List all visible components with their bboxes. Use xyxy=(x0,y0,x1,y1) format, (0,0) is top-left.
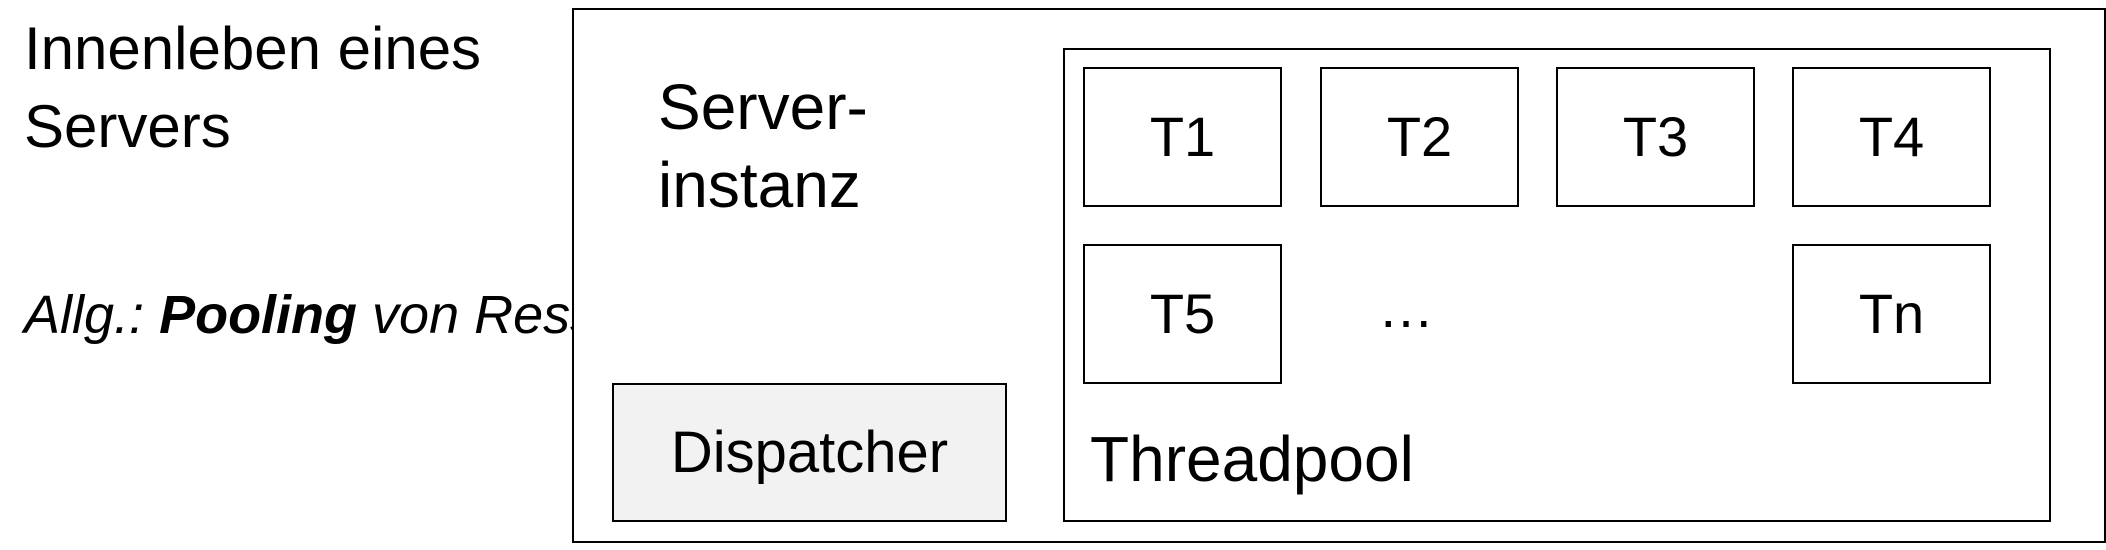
note-prefix: Allg.: xyxy=(24,285,160,345)
thread-box-t1: T1 xyxy=(1083,67,1282,207)
thread-label: Tn xyxy=(1858,282,1925,345)
dispatcher-box: Dispatcher xyxy=(612,383,1007,522)
thread-box-t5: T5 xyxy=(1083,244,1282,384)
thread-box-t3: T3 xyxy=(1556,67,1755,207)
thread-label: T3 xyxy=(1622,105,1689,168)
thread-box-tn: Tn xyxy=(1792,244,1991,384)
diagram-title: Innenleben eines Servers xyxy=(24,15,482,160)
thread-box-t2: T2 xyxy=(1320,67,1519,207)
threadpool-label: Threadpool xyxy=(1090,423,1414,495)
thread-box-t4: T4 xyxy=(1792,67,1991,207)
thread-label: T5 xyxy=(1149,282,1216,345)
more-threads-ellipsis: … xyxy=(1378,276,1434,339)
server-instance-label: Server- instanz xyxy=(658,71,868,221)
thread-label: T4 xyxy=(1858,105,1925,168)
thread-label: T2 xyxy=(1386,105,1453,168)
note-emphasis: Pooling xyxy=(159,285,358,345)
dispatcher-label: Dispatcher xyxy=(670,420,949,485)
thread-label: T1 xyxy=(1149,105,1216,168)
